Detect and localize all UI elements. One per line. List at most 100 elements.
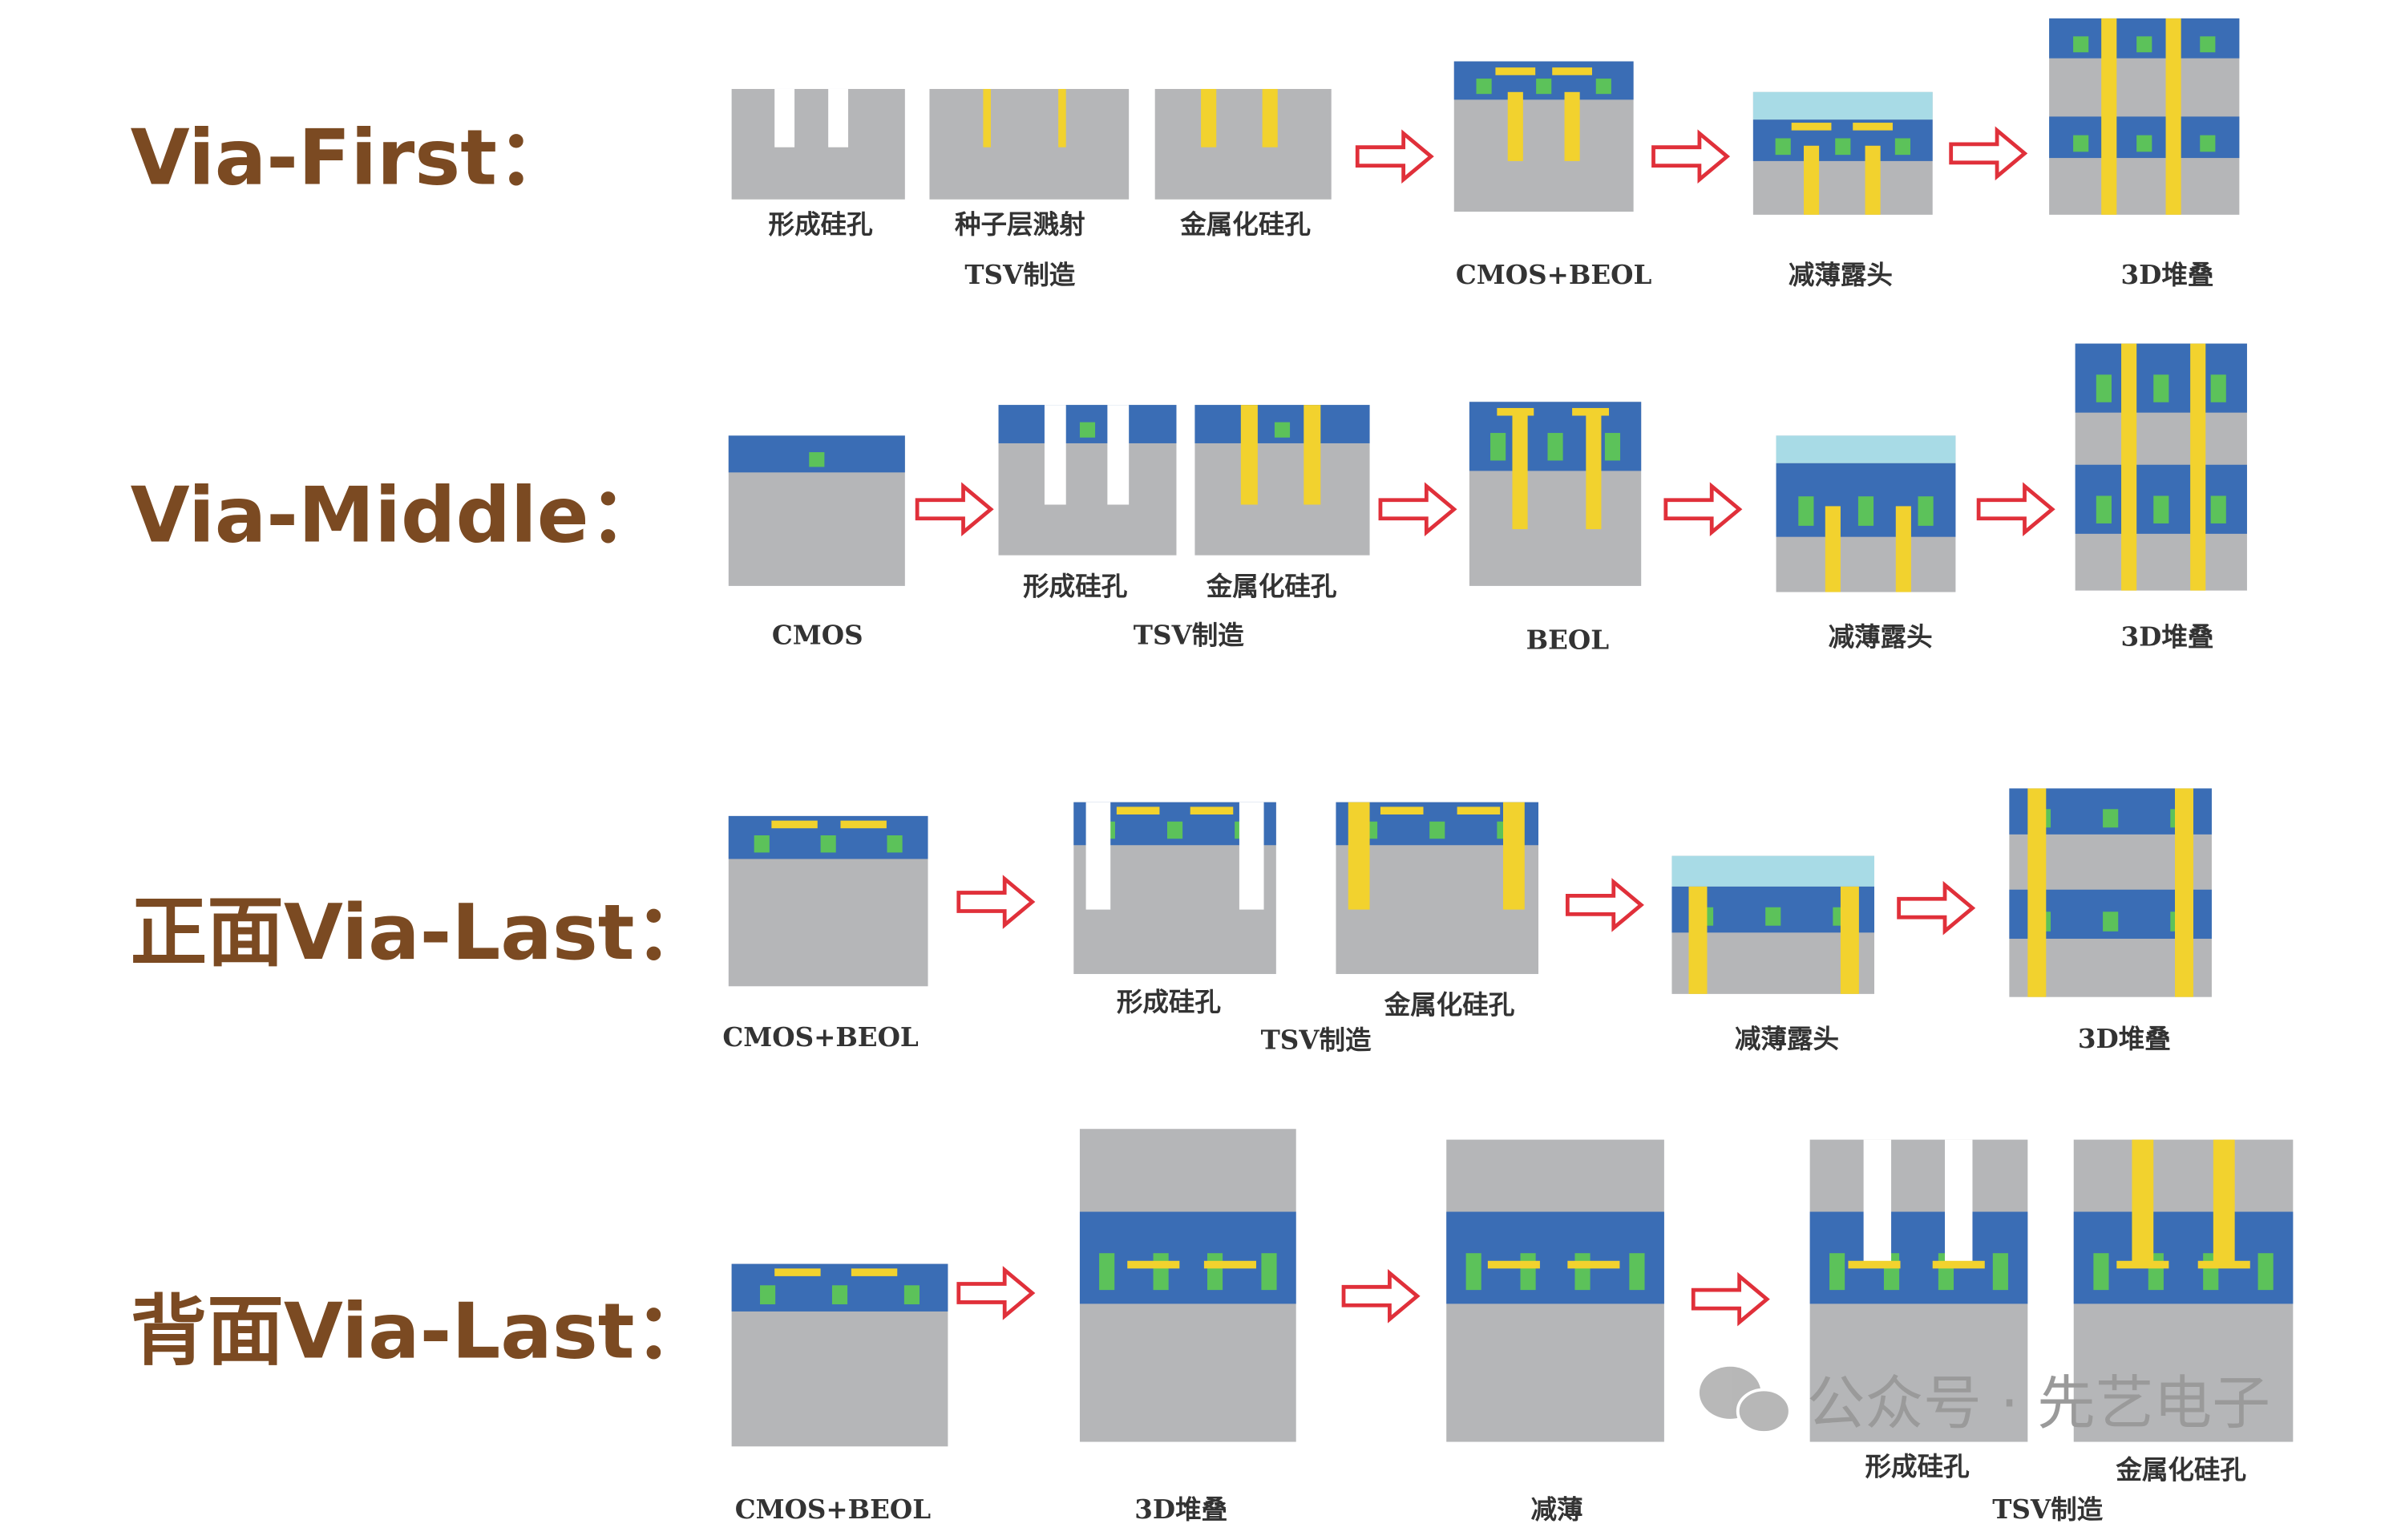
tsv-via <box>1507 91 1523 161</box>
panel-metallize <box>1336 802 1539 974</box>
panel-cmos-beol <box>731 1263 948 1447</box>
group-label: TSV制造 <box>1992 1494 2103 1525</box>
contact <box>754 835 770 853</box>
etched-hole <box>828 88 849 148</box>
metal-pad <box>2197 1260 2250 1269</box>
step-label: 形成硅孔 <box>769 208 874 240</box>
contact <box>1857 496 1874 526</box>
step-label: 种子层溅射 <box>955 208 1085 240</box>
contact <box>1547 433 1563 461</box>
step-label: 减薄露头 <box>1735 1023 1839 1054</box>
watermark: 公众号 · 先艺电子 <box>1699 1366 2270 1438</box>
contact <box>1520 1253 1536 1291</box>
contact <box>1490 433 1506 461</box>
contact <box>1629 1253 1645 1291</box>
tsv-via <box>2213 1139 2235 1263</box>
panel-cmos-beol <box>728 815 928 987</box>
beol-layer <box>1079 1211 1296 1304</box>
step-label: 金属化硅孔 <box>1206 570 1337 601</box>
right-arrow-icon <box>1691 1271 1770 1327</box>
step-label: CMOS <box>772 620 863 651</box>
step-label: 3D堆叠 <box>2078 1023 2171 1054</box>
step-label: CMOS+BEOL <box>1456 259 1652 290</box>
contact <box>1775 138 1791 156</box>
contact <box>2073 36 2089 53</box>
step-label: 减薄露头 <box>1789 259 1893 290</box>
tsv-via <box>2132 1139 2154 1263</box>
contact <box>1992 1253 2008 1291</box>
contact <box>1465 1253 1481 1291</box>
panel-3d-stack <box>1079 1129 1296 1442</box>
metal-pad <box>1932 1260 1985 1269</box>
panel-3d-stack <box>2075 343 2247 591</box>
row-title-front-via-last: 正面Via-Last： <box>131 887 712 977</box>
tsv-via <box>2175 788 2193 997</box>
metal-pad <box>1567 1260 1620 1269</box>
contact <box>903 1285 920 1305</box>
metal-pad <box>1190 806 1234 814</box>
step-label: 减薄露头 <box>1829 621 1933 653</box>
tsv-via <box>2027 788 2047 997</box>
contact <box>1765 907 1781 926</box>
substrate <box>929 88 1130 200</box>
metal-pad <box>1572 407 1610 416</box>
metal-pad <box>2116 1260 2169 1269</box>
panel-thin-reveal <box>1752 91 1933 215</box>
contact <box>2200 135 2216 152</box>
right-arrow-icon <box>956 1266 1036 1320</box>
right-arrow-icon <box>1663 482 1743 537</box>
metal-pad <box>1457 806 1501 814</box>
contact <box>2136 135 2152 152</box>
panel-cmos-beol <box>1453 61 1634 212</box>
panel-3d-stack <box>2049 18 2240 215</box>
metal-pad <box>1127 1260 1180 1269</box>
contact <box>2257 1253 2274 1291</box>
metal-pad <box>1853 123 1893 131</box>
contact <box>2093 1253 2109 1291</box>
contact <box>2103 911 2119 932</box>
step-label: 金属化硅孔 <box>1384 989 1515 1021</box>
panel-3d-stack <box>2009 788 2212 997</box>
tsv-via <box>1262 88 1278 148</box>
process-arrows <box>915 126 2055 1327</box>
panel-thin <box>1446 1139 1664 1442</box>
substrate <box>1154 88 1332 200</box>
contact <box>2153 374 2169 402</box>
panel-thin-reveal <box>1776 435 1956 592</box>
contact <box>1595 79 1611 95</box>
metal-pad <box>771 820 818 829</box>
step-label: BEOL <box>1526 624 1610 655</box>
metal-pad <box>1848 1260 1901 1269</box>
beol-layer <box>1809 1211 2028 1304</box>
tsv-via <box>2101 18 2117 215</box>
tsv-via <box>1058 88 1066 148</box>
tsv-via <box>1348 802 1370 910</box>
metal-pad <box>774 1268 821 1276</box>
group-label: TSV制造 <box>964 259 1075 290</box>
tsv-via <box>1240 405 1258 505</box>
contact <box>2103 809 2119 828</box>
step-label: 3D堆叠 <box>1134 1494 1227 1525</box>
tsv-via <box>1688 886 1708 994</box>
panel-etch-hole <box>998 405 1177 556</box>
right-arrow-icon <box>1355 129 1434 184</box>
beol-layer <box>2073 1211 2294 1304</box>
etched-hole <box>1945 1139 1973 1263</box>
metal-pad <box>1116 806 1160 814</box>
contact <box>1079 422 1096 438</box>
etched-hole <box>1044 405 1066 505</box>
tsv-via <box>983 88 991 148</box>
tsv-via <box>2121 343 2137 591</box>
tsv-via <box>1804 145 1820 215</box>
metal-pad <box>1497 407 1534 416</box>
tsv-via <box>1895 506 1911 592</box>
contact <box>1894 138 1910 156</box>
contact <box>1829 1253 1845 1291</box>
contact <box>2096 374 2112 402</box>
row-title-via-middle: Via-Middle： <box>131 470 666 560</box>
panel-etch-hole <box>1073 802 1276 974</box>
step-label: 形成硅孔 <box>1117 986 1222 1017</box>
step-label: 形成硅孔 <box>1865 1451 1970 1482</box>
beol-layer <box>1446 1211 1664 1304</box>
substrate <box>731 88 905 200</box>
